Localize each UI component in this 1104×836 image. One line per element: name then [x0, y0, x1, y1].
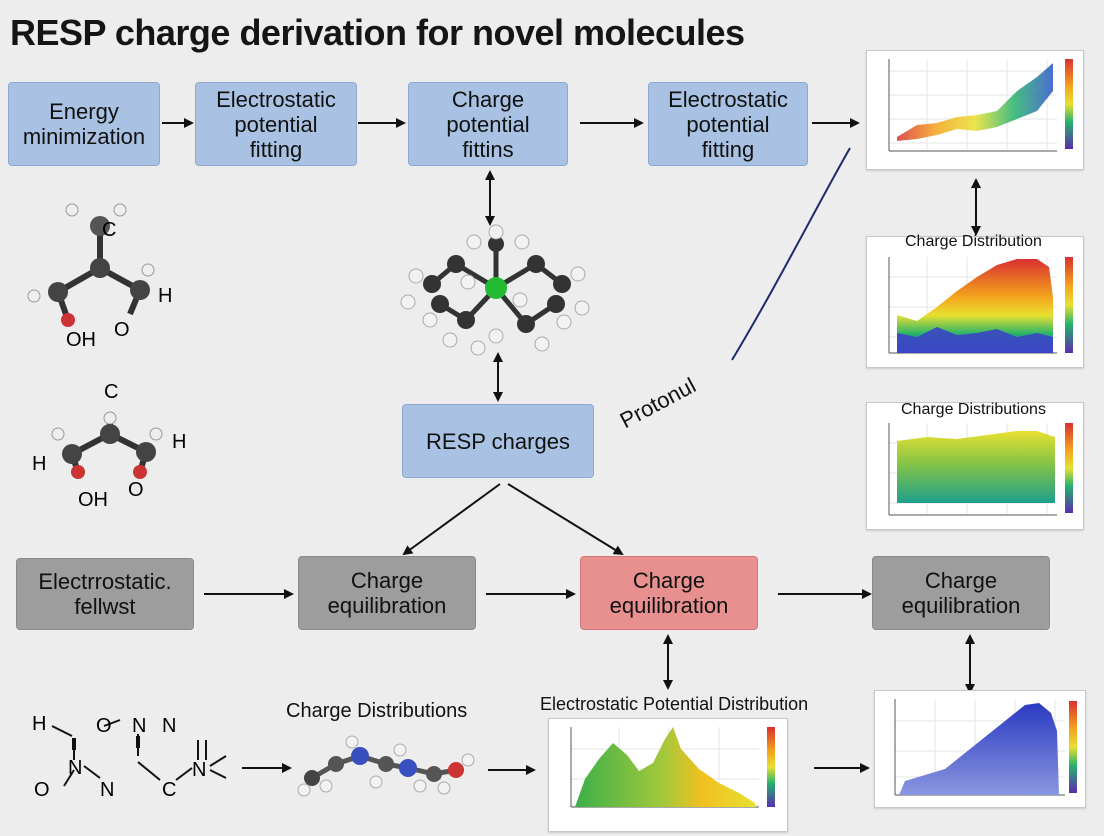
box-electrostatic-fellwst: Electrrostatic. fellwst [16, 558, 194, 630]
chart-panel-esp-plot [570, 727, 775, 808]
label-esp-distribution: Electrostatic Potential Distribution [540, 694, 809, 714]
mol3-n-top: N [132, 715, 146, 737]
mol2-oh: OH [78, 489, 108, 511]
mol1-o: O [114, 319, 130, 341]
chart-panel-3-plot [888, 423, 1073, 516]
mol3-h: H [32, 713, 46, 735]
mol3-n-right: N [162, 715, 176, 737]
arrow-resp-right [507, 483, 624, 556]
box-charge-equilibration-1: Charge equilibration [298, 556, 476, 630]
box-charge-potential-fittins: Charge potential fittins [408, 82, 568, 166]
mol1-oh: OH [66, 329, 96, 351]
molecule-chain [297, 735, 475, 797]
mol2-c: C [104, 381, 118, 403]
panel-2-title: Charge Distribution [905, 233, 1042, 250]
mol3-c: C [162, 779, 176, 801]
chart-panel-4-plot [894, 699, 1077, 796]
chart-panel-3: Charge Distributions [866, 401, 1084, 530]
mol3-n-bottom: N [100, 779, 114, 801]
chart-panel-1 [866, 50, 1084, 170]
mol3-o-bottom: O [34, 779, 50, 801]
molecule-3: H O N N N N O C N [32, 713, 227, 801]
chart-panel-4 [874, 690, 1086, 808]
box-electrostatic-potential-fitting-2: Electrostatic potential fitting [648, 82, 808, 166]
mol2-h-right: H [172, 431, 186, 453]
mol1-h: H [158, 285, 172, 307]
mol3-n-left: N [68, 757, 82, 779]
chart-panel-1-plot [888, 59, 1073, 152]
molecule-3d-center [400, 224, 590, 356]
box-charge-equilibration-2: Charge equilibration [580, 556, 758, 630]
mol3-n-far: N [192, 759, 206, 781]
mol2-h-left: H [32, 453, 46, 475]
label-charge-distributions: Charge Distributions [286, 700, 468, 722]
box-charge-equilibration-3: Charge equilibration [872, 556, 1050, 630]
chart-panel-2-plot [888, 257, 1073, 354]
protonul-curve [731, 147, 851, 361]
mol2-o: O [128, 479, 144, 501]
molecule-2: C H H OH O [32, 381, 186, 511]
box-resp-charges: RESP charges [402, 404, 594, 478]
box-electrostatic-potential-fitting-1: Electrostatic potential fitting [195, 82, 357, 166]
page-title: RESP charge derivation for novel molecul… [10, 12, 745, 53]
box-energy-minimization: Energy minimization [8, 82, 160, 166]
panel-3-title: Charge Distributions [901, 401, 1046, 418]
arrow-resp-left [402, 483, 501, 556]
chart-panel-2: Charge Distribution [866, 233, 1084, 368]
mol1-c: C [102, 219, 116, 241]
mol3-o-top: O [96, 715, 112, 737]
chart-panel-esp [548, 718, 788, 832]
molecule-1: C H OH O [27, 203, 172, 351]
